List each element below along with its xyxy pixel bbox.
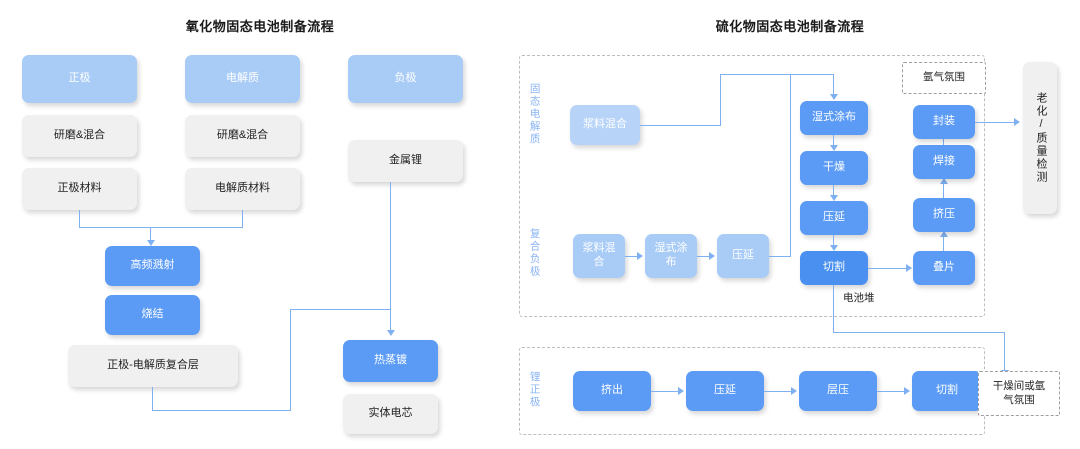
arrow-into-thermal-evaporation: [387, 330, 395, 336]
connector-lc-calendering-lamination: [764, 391, 793, 393]
connector-ca-calendering-right: [769, 256, 791, 258]
connector-materials-merge: [79, 227, 243, 229]
connector-bus-down-to-wetcoating: [833, 74, 835, 96]
connector-cathode-material-down: [79, 210, 81, 228]
arrow-into-pressing: [940, 231, 948, 237]
label-argon-atmosphere: 氩气氛围: [902, 62, 986, 94]
node-lc-lamination[interactable]: 层压: [799, 371, 877, 411]
node-ca-calendering[interactable]: 压延: [717, 234, 769, 278]
node-drying[interactable]: 干燥: [800, 151, 868, 185]
node-se-slurry-mixing[interactable]: 浆料混合: [570, 105, 640, 145]
connector-composite-top-right: [290, 309, 390, 311]
arrow-into-lc-calendering: [678, 387, 684, 395]
node-hf-sputtering[interactable]: 高频溅射: [105, 246, 200, 286]
arrow-into-sputtering: [147, 240, 155, 246]
connector-composite-right: [152, 410, 291, 412]
connector-calendering-cutting: [833, 235, 835, 247]
connector-lithium-down: [390, 182, 392, 332]
connector-merge-to-sputtering: [150, 227, 152, 242]
connector-packaging-aging: [975, 122, 1017, 124]
node-electrolyte-material[interactable]: 电解质材料: [185, 168, 300, 210]
node-packaging[interactable]: 封装: [913, 105, 975, 139]
connector-ca-wetcoat-calendering: [697, 256, 711, 258]
node-electrolyte-header[interactable]: 电解质: [185, 55, 300, 103]
arrow-into-ca-wet-coating: [637, 252, 643, 260]
node-cathode-grind[interactable]: 研磨&混合: [22, 115, 137, 157]
node-lc-cutting[interactable]: 切割: [912, 371, 982, 411]
arrow-into-cutting: [830, 245, 838, 251]
node-cathode-header[interactable]: 正极: [22, 55, 137, 103]
node-pressing[interactable]: 挤压: [913, 198, 975, 232]
node-thermal-evaporation[interactable]: 热蒸镀: [343, 340, 438, 382]
section-label-composite-anode: 复合负极: [528, 228, 541, 278]
node-composite-layer[interactable]: 正极-电解质复合层: [68, 345, 238, 387]
arrow-into-wet-coating: [830, 94, 838, 100]
arrow-into-calendering: [830, 195, 838, 201]
node-anode-header[interactable]: 负极: [348, 55, 463, 103]
connector-lc-lamination-cutting: [877, 391, 906, 393]
node-aging-quality[interactable]: 老化/质量检测: [1023, 62, 1057, 214]
right-panel-title: 硫化物固态电池制备流程: [715, 19, 865, 34]
connector-drying-calendering: [833, 185, 835, 197]
node-solid-cell[interactable]: 实体电芯: [343, 394, 438, 434]
arrow-into-ca-calendering: [709, 252, 715, 260]
arrow-into-lc-lamination: [791, 387, 797, 395]
connector-wetcoating-drying: [833, 135, 835, 147]
connector-ca-calendering-up: [790, 74, 792, 257]
node-electrolyte-grind[interactable]: 研磨&混合: [185, 115, 300, 157]
node-ca-wet-coating[interactable]: 湿式涂 布: [645, 234, 697, 278]
connector-composite-down: [152, 387, 154, 411]
connector-lc-extrusion-calendering: [651, 391, 680, 393]
node-calendering[interactable]: 压延: [800, 201, 868, 235]
container-electrolyte-anode: [519, 55, 985, 317]
node-welding[interactable]: 焊接: [913, 145, 975, 179]
connector-electrolyte-material-down: [242, 210, 244, 228]
connector-stacking-pressing: [943, 237, 945, 251]
node-ca-slurry-mixing[interactable]: 浆料混 合: [573, 234, 625, 278]
node-wet-coating[interactable]: 湿式涂布: [800, 101, 868, 135]
connector-se-slurry-up: [720, 74, 722, 126]
arrow-into-drying: [830, 145, 838, 151]
node-lc-extrusion[interactable]: 挤出: [573, 371, 651, 411]
connector-se-top-bus: [720, 74, 834, 76]
node-lithium-metal[interactable]: 金属锂: [348, 140, 463, 182]
node-lc-calendering[interactable]: 压延: [686, 371, 764, 411]
section-label-lithium-cathode: 锂正极: [528, 371, 541, 409]
arrow-into-stacking: [906, 264, 912, 272]
connector-ca-slurry-wetcoat: [625, 256, 639, 258]
node-stacking[interactable]: 叠片: [913, 251, 975, 285]
connector-cutting-stacking: [868, 268, 908, 270]
node-cathode-material[interactable]: 正极材料: [22, 168, 137, 210]
arrow-into-welding: [940, 178, 948, 184]
arrow-into-aging: [1014, 118, 1020, 126]
connector-cutting-down: [833, 285, 835, 333]
left-panel-title: 氧化物固态电池制备流程: [185, 19, 335, 34]
connector-cellstack-right: [833, 332, 1005, 334]
connector-composite-up: [290, 309, 292, 411]
node-sintering[interactable]: 烧结: [105, 295, 200, 335]
connector-pressing-welding: [943, 184, 945, 198]
section-label-solid-electrolyte: 固态电解质: [528, 83, 541, 146]
node-cutting[interactable]: 切割: [800, 251, 868, 285]
label-dry-room-or-argon: 干燥间或氩 气氛围: [978, 371, 1060, 416]
connector-cellstack-down: [1004, 332, 1006, 372]
arrow-into-lc-cutting: [904, 387, 910, 395]
connector-se-slurry-right: [640, 125, 721, 127]
caption-cell-stack: 电池堆: [843, 292, 875, 304]
